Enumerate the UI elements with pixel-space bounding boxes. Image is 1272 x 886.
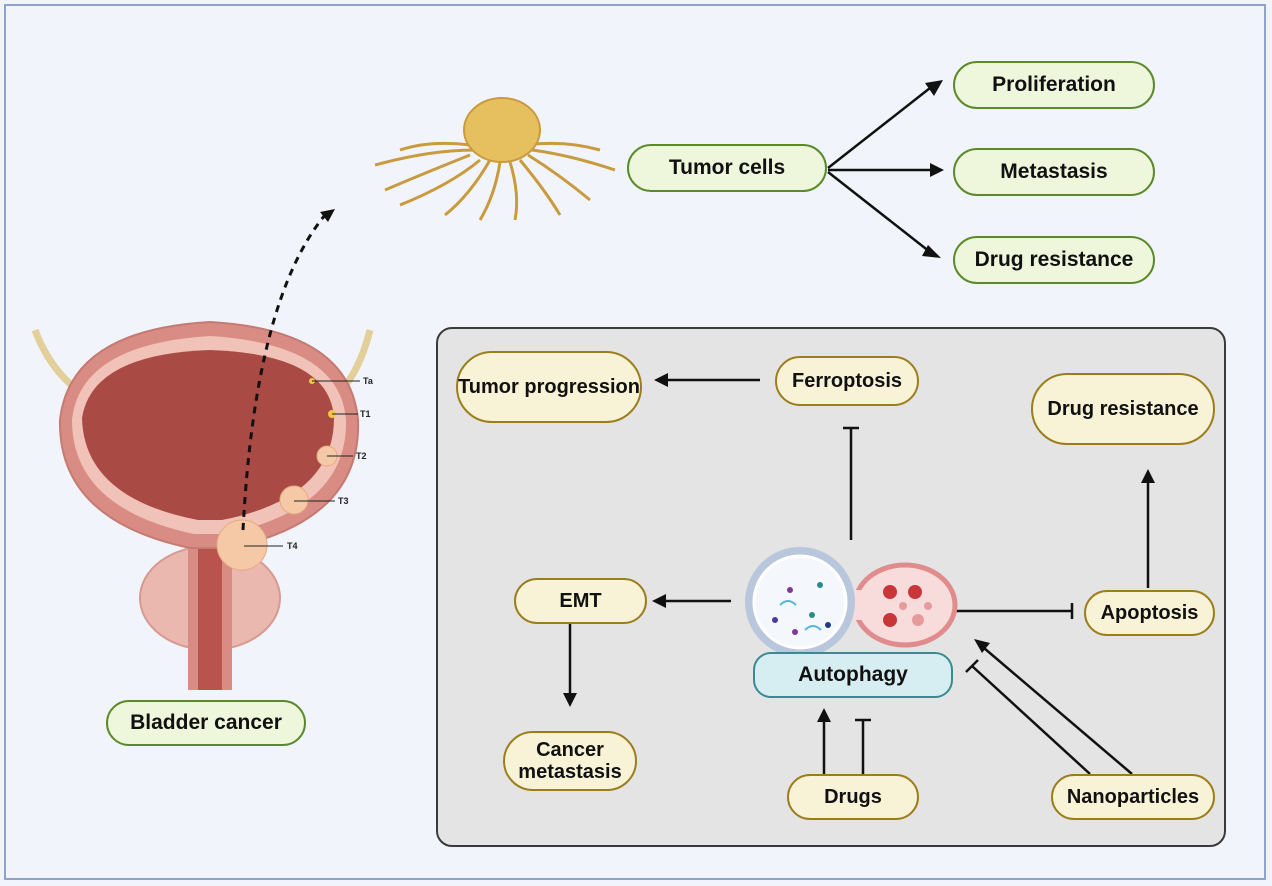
stage-label-t1: T1 — [360, 409, 371, 419]
proliferation-node: Proliferation — [953, 61, 1155, 109]
stage-label-t3: T3 — [338, 496, 349, 506]
nanoparticles-node: Nanoparticles — [1051, 774, 1215, 820]
stage-label-t4: T4 — [287, 541, 298, 551]
autophagy-node: Autophagy — [753, 652, 953, 698]
emt-node: EMT — [514, 578, 647, 624]
cancer-metastasis-node: Cancer metastasis — [503, 731, 637, 791]
tumor-progression-node: Tumor progression — [456, 351, 642, 423]
bladder-cancer-label: Bladder cancer — [106, 700, 306, 746]
apoptosis-node: Apoptosis — [1084, 590, 1215, 636]
stage-label-t2: T2 — [356, 451, 367, 461]
drug-resistance-panel-node: Drug resistance — [1031, 373, 1215, 445]
metastasis-node: Metastasis — [953, 148, 1155, 196]
drug-resistance-top-node: Drug resistance — [953, 236, 1155, 284]
tumor-cells-node: Tumor cells — [627, 144, 827, 192]
stage-label-ta: Ta — [363, 376, 373, 386]
ferroptosis-node: Ferroptosis — [775, 356, 919, 406]
drugs-node: Drugs — [787, 774, 919, 820]
